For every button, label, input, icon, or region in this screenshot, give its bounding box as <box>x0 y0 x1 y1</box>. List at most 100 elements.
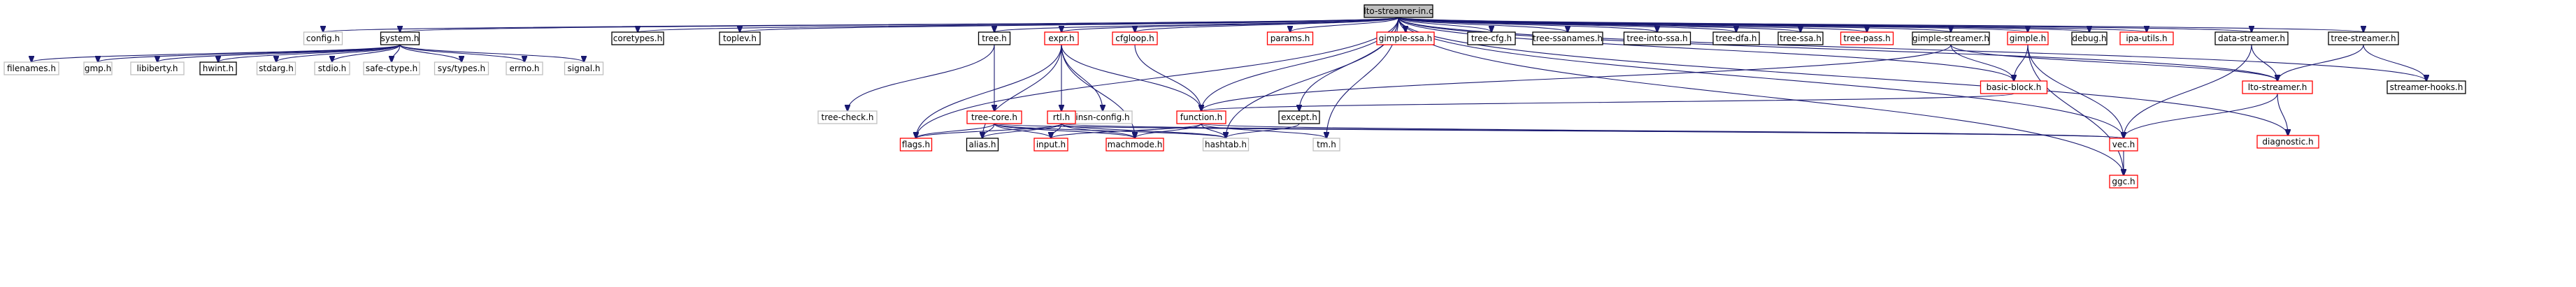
node-box <box>1532 31 1603 45</box>
node-stdio[interactable]: stdio.h <box>314 61 350 75</box>
node-streamer-hooks[interactable]: streamer-hooks.h <box>2387 80 2466 94</box>
node-box <box>2242 80 2313 94</box>
node-toplev[interactable]: toplev.h <box>719 31 761 45</box>
node-alias[interactable]: alias.h <box>966 138 999 152</box>
node-filenames[interactable]: filenames.h <box>3 61 59 75</box>
edge-root-to-streamer_hooks <box>1398 17 2426 81</box>
node-label: ggc.h <box>2112 177 2135 186</box>
node-libiberty[interactable]: libiberty.h <box>130 61 185 75</box>
node-label: vec.h <box>2112 140 2135 149</box>
node-box <box>1912 31 1990 45</box>
node-root[interactable]: lto-streamer-in.c <box>1364 4 1433 18</box>
node-hwint[interactable]: hwint.h <box>199 61 237 75</box>
node-config[interactable]: config.h <box>303 31 343 45</box>
edge-root-to-params <box>1290 17 1399 32</box>
node-box <box>564 61 604 75</box>
node-box <box>1980 80 2048 94</box>
node-label: tree-cfg.h <box>1471 34 1512 43</box>
node-signal[interactable]: signal.h <box>564 61 604 75</box>
node-label: expr.h <box>1048 34 1074 43</box>
node-box <box>1278 110 1320 124</box>
node-tree-dfa[interactable]: tree-dfa.h <box>1712 31 1760 45</box>
node-box <box>1202 138 1250 152</box>
node-label: basic-block.h <box>1987 82 2042 92</box>
node-stdarg[interactable]: stdarg.h <box>256 61 296 75</box>
node-box <box>2328 31 2399 45</box>
node-label: input.h <box>1036 140 1066 149</box>
node-label: config.h <box>306 34 340 43</box>
node-sys-types[interactable]: sys/types.h <box>434 61 489 75</box>
edge-root-to-tree_cfg <box>1398 17 1491 32</box>
node-box <box>1105 138 1164 152</box>
edge-root-to-tree_streamer <box>1398 17 2363 32</box>
node-gimple-streamer[interactable]: gimple-streamer.h <box>1912 31 1990 45</box>
node-ggc[interactable]: ggc.h <box>2109 175 2138 189</box>
node-flags[interactable]: flags.h <box>899 138 933 152</box>
node-box <box>363 61 420 75</box>
node-box <box>303 31 343 45</box>
node-label: gimple-ssa.h <box>1379 34 1433 43</box>
node-gimple-ssa[interactable]: gimple-ssa.h <box>1376 31 1435 45</box>
node-function[interactable]: function.h <box>1176 110 1226 124</box>
node-tree-pass[interactable]: tree-pass.h <box>1840 31 1894 45</box>
node-rtl[interactable]: rtl.h <box>1047 110 1076 124</box>
node-system[interactable]: system.h <box>380 31 420 45</box>
node-tree-ssa[interactable]: tree-ssa.h <box>1777 31 1824 45</box>
node-label: gmp.h <box>85 64 111 73</box>
edge-system-to-sys_types <box>399 44 461 62</box>
node-tree-cfg[interactable]: tree-cfg.h <box>1467 31 1516 45</box>
edge-tree_streamer-to-lto_streamer <box>2277 44 2364 81</box>
edge-lto_streamer-to-diagnostic <box>2277 93 2288 135</box>
edge-root-to-ipa_utils <box>1398 17 2147 32</box>
node-debug[interactable]: debug.h <box>2071 31 2108 45</box>
node-machmode[interactable]: machmode.h <box>1105 138 1164 152</box>
node-tm[interactable]: tm.h <box>1312 138 1340 152</box>
node-label: rtl.h <box>1053 112 1070 122</box>
node-label: stdarg.h <box>259 64 294 73</box>
node-tree-check[interactable]: tree-check.h <box>817 110 878 124</box>
node-tree-ssanames[interactable]: tree-ssanames.h <box>1532 31 1603 45</box>
edge-root-to-coretypes <box>638 17 1399 32</box>
node-tree-streamer[interactable]: tree-streamer.h <box>2328 31 2399 45</box>
edge-cfgloop-to-function <box>1134 44 1201 111</box>
node-insn-config[interactable]: insn-config.h <box>1073 110 1133 124</box>
node-coretypes[interactable]: coretypes.h <box>611 31 664 45</box>
node-label: lto-streamer.h <box>2248 82 2307 92</box>
edge-rtl-to-alias <box>982 123 1062 138</box>
node-expr[interactable]: expr.h <box>1044 31 1079 45</box>
edge-gimple-to-ggc <box>2027 44 2124 175</box>
node-tree-into-ssa[interactable]: tree-into-ssa.h <box>1623 31 1691 45</box>
node-safe-ctype[interactable]: safe-ctype.h <box>363 61 420 75</box>
edge-layer <box>31 17 2426 175</box>
node-vec[interactable]: vec.h <box>2109 138 2138 152</box>
edge-root-to-lto_streamer <box>1398 17 2277 81</box>
node-except[interactable]: except.h <box>1278 110 1320 124</box>
node-lto-streamer[interactable]: lto-streamer.h <box>2242 80 2313 94</box>
node-hashtab[interactable]: hashtab.h <box>1202 138 1250 152</box>
node-diagnostic[interactable]: diagnostic.h <box>2256 135 2319 149</box>
node-box <box>199 61 237 75</box>
node-gmp[interactable]: gmp.h <box>83 61 113 75</box>
edge-function-to-machmode <box>1135 123 1202 138</box>
node-box <box>719 31 761 45</box>
node-label: debug.h <box>2072 34 2106 43</box>
node-ipa-utils[interactable]: ipa-utils.h <box>2119 31 2174 45</box>
node-box <box>314 61 350 75</box>
node-label: alias.h <box>968 140 996 149</box>
node-box <box>2119 31 2174 45</box>
node-input[interactable]: input.h <box>1033 138 1068 152</box>
edge-expr-to-flags <box>916 44 1062 138</box>
node-tree-core[interactable]: tree-core.h <box>966 110 1022 124</box>
node-box <box>1176 110 1226 124</box>
node-cfgloop[interactable]: cfgloop.h <box>1112 31 1158 45</box>
node-gimple[interactable]: gimple.h <box>2007 31 2049 45</box>
edge-gimple_streamer-to-basic_block <box>1950 44 2014 81</box>
node-basic-block[interactable]: basic-block.h <box>1980 80 2048 94</box>
node-box <box>1712 31 1760 45</box>
node-label: function.h <box>1180 112 1222 122</box>
node-params[interactable]: params.h <box>1266 31 1314 45</box>
node-tree[interactable]: tree.h <box>978 31 1011 45</box>
edge-gimple_streamer-to-lto_streamer <box>1950 44 2277 81</box>
node-errno[interactable]: errno.h <box>506 61 543 75</box>
node-data-streamer[interactable]: data-streamer.h <box>2214 31 2289 45</box>
